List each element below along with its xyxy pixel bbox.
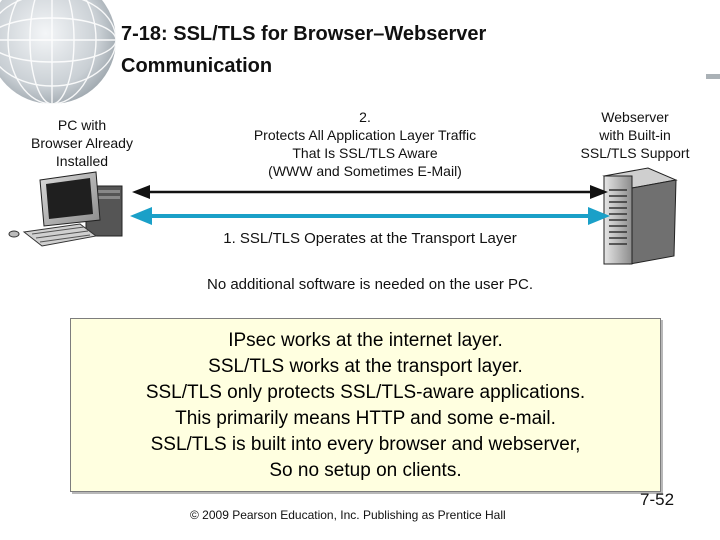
- webserver-label-line: Webserver: [601, 109, 669, 125]
- application-layer-arrow: [132, 185, 608, 199]
- slide-title-line-2: Communication: [121, 55, 273, 77]
- callout-line: So no setup on clients.: [269, 460, 462, 481]
- webserver-label-line: SSL/TLS Support: [580, 145, 690, 161]
- application-traffic-line: 2.: [359, 109, 371, 125]
- pc-label-line: PC with: [57, 117, 107, 133]
- globe-decoration: [0, 0, 117, 105]
- callout-line: SSL/TLS only protects SSL/TLS-aware appl…: [145, 382, 586, 403]
- callout-line: SSL/TLS works at the transport layer.: [208, 356, 523, 377]
- application-traffic-line: That Is SSL/TLS Aware: [292, 145, 438, 161]
- callout-line: This primarily means HTTP and some e-mai…: [175, 408, 556, 429]
- pc-label-line: Browser Already: [31, 135, 133, 151]
- slide-title: 7-18: SSL/TLS for Browser–Webserver Comm…: [121, 18, 621, 82]
- callout-line: SSL/TLS is built into every browser and …: [150, 434, 581, 455]
- transport-layer-label: 1. SSL/TLS Operates at the Transport Lay…: [223, 230, 517, 247]
- copyright-footer: © 2009 Pearson Education, Inc. Publishin…: [190, 508, 506, 522]
- no-software-note: No additional software is needed on the …: [206, 276, 534, 293]
- pc-label-line: Installed: [55, 153, 109, 169]
- summary-callout: IPsec works at the internet layer. SSL/T…: [70, 318, 661, 492]
- transport-layer-arrow: [130, 207, 610, 225]
- webserver-icon: [602, 167, 678, 265]
- pc-icon: [8, 171, 123, 247]
- application-traffic-line: Protects All Application Layer Traffic: [253, 127, 477, 143]
- network-diagram: [8, 167, 678, 265]
- webserver-label: Webserver with Built-in SSL/TLS Support: [560, 108, 710, 162]
- callout-line: IPsec works at the internet layer.: [228, 330, 503, 351]
- page-number: 7-52: [640, 490, 675, 509]
- application-traffic-label: 2. Protects All Application Layer Traffi…: [220, 108, 510, 180]
- application-traffic-line: (WWW and Sometimes E-Mail): [268, 163, 462, 179]
- slide-title-line-1: 7-18: SSL/TLS for Browser–Webserver: [121, 23, 487, 45]
- webserver-label-line: with Built-in: [599, 127, 671, 143]
- title-accent-bar: [706, 74, 720, 79]
- pc-label: PC with Browser Already Installed: [14, 116, 150, 170]
